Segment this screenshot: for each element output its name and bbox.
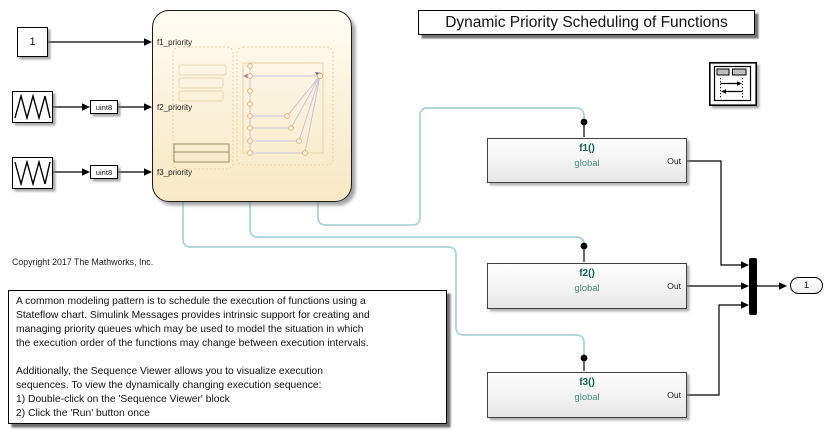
out-port-label: Out (667, 281, 681, 291)
function-call-dots (580, 118, 588, 362)
function-call-wire-f2[interactable] (249, 200, 585, 246)
function-name: f2() (579, 268, 595, 279)
triangle-wave-icon (14, 160, 51, 186)
function-call-wire-f3[interactable] (182, 200, 585, 357)
repeating-sequence-block-1[interactable] (12, 91, 53, 123)
description-line: Additionally, the Sequence Viewer allows… (16, 366, 323, 377)
stateflow-chart-block[interactable]: f1_priority f2_priority f3_priority (152, 10, 352, 202)
out-port-label: Out (667, 155, 681, 166)
chart-input-port-f3-priority: f3_priority (157, 168, 193, 177)
constant-block[interactable]: 1 (17, 27, 48, 57)
description-line: 2) Click the 'Run' button once (16, 408, 150, 419)
arrowheads (82, 38, 787, 309)
wire-f3-out-to-mux[interactable] (687, 304, 742, 396)
description-line (16, 351, 439, 365)
outport-number: 1 (803, 280, 810, 291)
repeating-sequence-block-2[interactable] (12, 157, 53, 189)
description-line: Stateflow chart. Simulink Messages provi… (16, 310, 370, 321)
function-scope: global (574, 392, 600, 403)
description-line: managing priority queues which may be us… (16, 324, 364, 335)
function-name: f1() (579, 143, 595, 154)
function-block-f1[interactable]: f1() global Out (487, 138, 687, 183)
function-call-wire-f1[interactable] (317, 107, 585, 226)
function-scope: global (574, 158, 600, 169)
function-block-f3[interactable]: f3() global Out (487, 372, 687, 418)
outport-block[interactable]: 1 (790, 277, 823, 294)
chart-input-port-f2-priority: f2_priority (157, 103, 193, 112)
function-scope: global (574, 283, 600, 294)
function-name: f3() (579, 377, 595, 388)
wire-f1-out-to-mux[interactable] (687, 160, 742, 266)
description-annotation[interactable]: A common modeling pattern is to schedule… (8, 290, 447, 424)
description-line: A common modeling pattern is to schedule… (16, 296, 366, 307)
out-port-label: Out (667, 390, 681, 400)
triangle-wave-icon (14, 94, 51, 120)
copyright-annotation: Copyright 2017 The Mathworks, Inc. (12, 257, 154, 267)
sequence-viewer-icon (709, 62, 757, 106)
description-line: the execution order of the functions may… (16, 338, 369, 349)
chart-input-port-f1-priority: f1_priority (157, 38, 193, 47)
conversion-type-label: uint8 (95, 167, 113, 177)
description-line: 1) Double-click on the 'Sequence Viewer'… (16, 394, 230, 405)
function-block-f2[interactable]: f2() global Out (487, 263, 687, 309)
constant-value: 1 (29, 36, 36, 48)
model-title-annotation[interactable]: Dynamic Priority Scheduling of Functions (418, 10, 755, 35)
sequence-viewer-block[interactable] (709, 62, 757, 106)
description-line: sequences. To view the dynamically chang… (16, 380, 322, 391)
data-type-conversion-block-1[interactable]: uint8 (90, 100, 118, 114)
data-type-conversion-block-2[interactable]: uint8 (90, 165, 118, 179)
mux-block[interactable] (749, 258, 757, 315)
model-title-text: Dynamic Priority Scheduling of Functions (445, 13, 728, 31)
conversion-type-label: uint8 (95, 102, 113, 112)
stateflow-preview-icon (172, 46, 334, 170)
